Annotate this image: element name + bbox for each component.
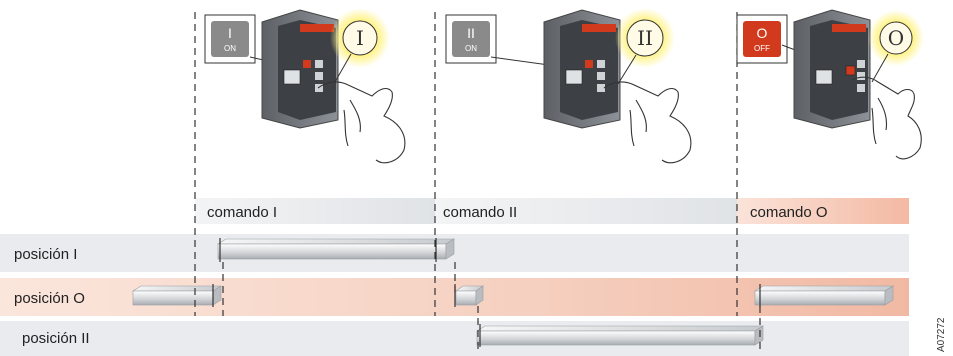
- switch-device-icon: [793, 9, 871, 129]
- command-label-1: comando I: [207, 204, 277, 221]
- key-1-state: ON: [224, 44, 236, 53]
- key-3-symbol: O: [757, 25, 768, 41]
- key-2-symbol: II: [467, 25, 475, 41]
- position-label-3: posición II: [22, 330, 90, 347]
- position-bar-1: [216, 238, 456, 260]
- command-panel-2: II ON II: [445, 8, 692, 164]
- command-band-2: comando II: [435, 198, 737, 224]
- hand-pointer-icon: [603, 81, 692, 164]
- key-2-button: [452, 21, 490, 57]
- position-bar-3: [475, 325, 765, 346]
- bubble-1-symbol: I: [356, 26, 364, 50]
- key-3-state: OFF: [754, 44, 770, 53]
- command-panel-1: I ON I: [204, 8, 406, 164]
- position-row-3: posición II: [0, 321, 909, 356]
- command-panel-3: O OFF O: [736, 9, 924, 160]
- command-label-3: comando O: [750, 204, 828, 221]
- key-1-symbol: I: [228, 25, 232, 41]
- position-bar-2b: [455, 285, 484, 306]
- switch-device-icon: [543, 9, 621, 129]
- position-bar-2a: [131, 285, 223, 306]
- hand-pointer-icon: [851, 76, 922, 160]
- hand-pointer-icon: [317, 81, 406, 164]
- key-2-state: ON: [465, 44, 477, 53]
- command-band-1: comando I: [195, 198, 435, 224]
- position-label-2: posición O: [14, 290, 85, 307]
- command-label-2: comando II: [443, 204, 517, 221]
- position-bar-2c: [753, 285, 895, 306]
- key-1-button: [211, 21, 249, 57]
- bubble-3-symbol: O: [888, 26, 904, 50]
- command-band-3: comando O: [737, 198, 909, 224]
- position-label-1: posición I: [14, 246, 77, 263]
- key-3-button: [743, 21, 781, 57]
- figure-code: A07272: [936, 317, 947, 352]
- bubble-2-symbol: II: [637, 26, 653, 50]
- switch-device-icon: [261, 9, 339, 129]
